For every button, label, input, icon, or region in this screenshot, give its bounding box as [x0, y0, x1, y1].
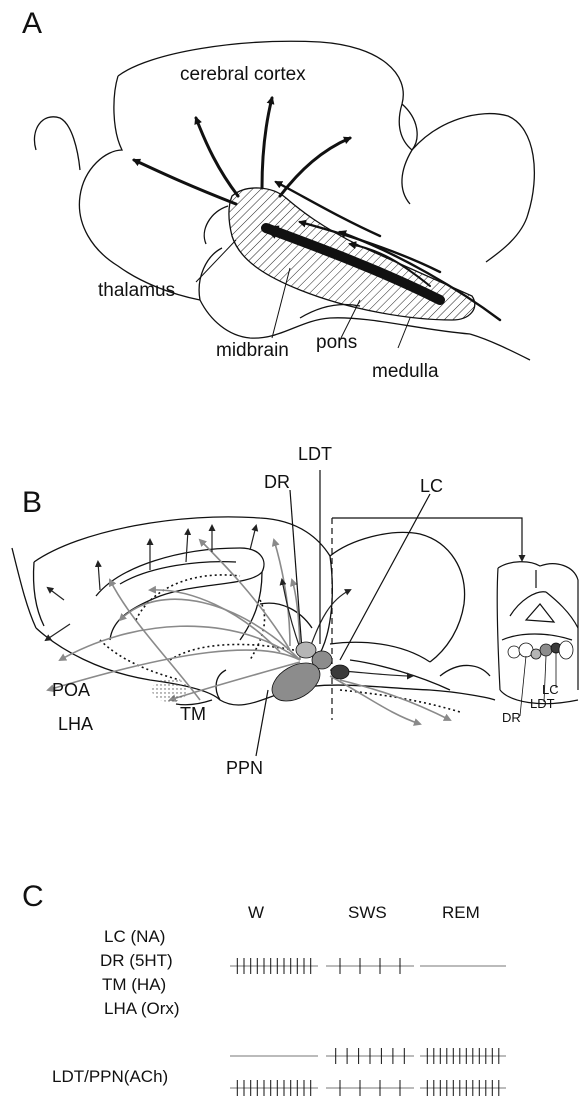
panel-b-inset-nuclei: [508, 641, 573, 659]
label-lc: LC: [420, 476, 443, 496]
inset-label-ldt: LDT: [530, 696, 555, 711]
label-lha: LHA: [58, 714, 93, 734]
nucleus-poa-lha: [152, 678, 188, 702]
panel-c: C W SWS REM LC (NA) DR (5HT) TM (HA) LHA…: [22, 880, 506, 1096]
panel-a-letter: A: [22, 7, 42, 40]
panel-b: B: [12, 444, 578, 778]
inset-label-lc: LC: [542, 682, 559, 697]
group1-label-lha-orx: LHA (Orx): [104, 999, 180, 1018]
panel-b-letter: B: [22, 486, 42, 519]
label-pons: pons: [316, 332, 357, 353]
group1-label-lc-na: LC (NA): [104, 927, 165, 946]
panel-a: A: [22, 7, 534, 382]
spike-trains: [230, 958, 506, 1096]
state-label-rem: REM: [442, 903, 480, 922]
label-ppn: PPN: [226, 758, 263, 778]
label-cerebral-cortex: cerebral cortex: [180, 64, 306, 85]
label-medulla: medulla: [372, 361, 439, 382]
panel-c-letter: C: [22, 880, 44, 913]
state-label-sws: SWS: [348, 903, 387, 922]
label-tm: TM: [180, 704, 206, 724]
panel-b-section-marker: [256, 470, 522, 756]
label-thalamus: thalamus: [98, 280, 175, 301]
group1-label-tm-ha: TM (HA): [102, 975, 166, 994]
inset-label-dr: DR: [502, 710, 521, 725]
panel-b-coronal-inset: [497, 562, 578, 704]
label-poa: POA: [52, 680, 90, 700]
label-midbrain: midbrain: [216, 340, 289, 361]
group2-label-ldt-ppn-ach: LDT/PPN(ACh): [52, 1067, 168, 1086]
nucleus-lc: [331, 665, 349, 679]
group1-label-dr-5ht: DR (5HT): [100, 951, 173, 970]
label-ldt: LDT: [298, 444, 332, 464]
panel-b-brain-outline: [12, 517, 495, 705]
label-dr: DR: [264, 472, 290, 492]
state-label-w: W: [248, 903, 264, 922]
